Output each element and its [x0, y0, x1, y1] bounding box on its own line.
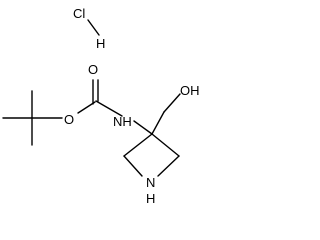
atom-nh: NH	[113, 114, 132, 129]
atom-oh: OH	[180, 83, 200, 98]
atom-h-ring: H	[146, 191, 155, 206]
bond-ester-oxygen-carbonyl-carbon	[77, 101, 96, 114]
bond-ring-bottom-left	[123, 155, 143, 177]
bond-quaternary-carbon-methylene	[151, 111, 165, 135]
chemical-structure-diagram: Cl H O O NH OH N H	[2, 6, 200, 206]
bond-methylene-oh	[163, 93, 181, 113]
bond-nh-quaternary-carbon	[133, 120, 153, 135]
bond-h-cl	[87, 19, 100, 36]
bond-carbonyl-carbon-nh	[95, 100, 123, 117]
atom-o-carbonyl: O	[88, 62, 98, 77]
atom-o-ester: O	[64, 112, 74, 127]
bond-ring-right-bottom	[157, 155, 180, 177]
atom-n-ring: N	[146, 175, 155, 190]
bond-ring-left-top	[123, 133, 153, 157]
bond-ring-top-right	[151, 133, 180, 157]
molecule-canvas: Cl H O O NH OH N H	[2, 6, 200, 206]
atom-cl: Cl	[73, 6, 85, 21]
atom-h: H	[96, 36, 105, 51]
